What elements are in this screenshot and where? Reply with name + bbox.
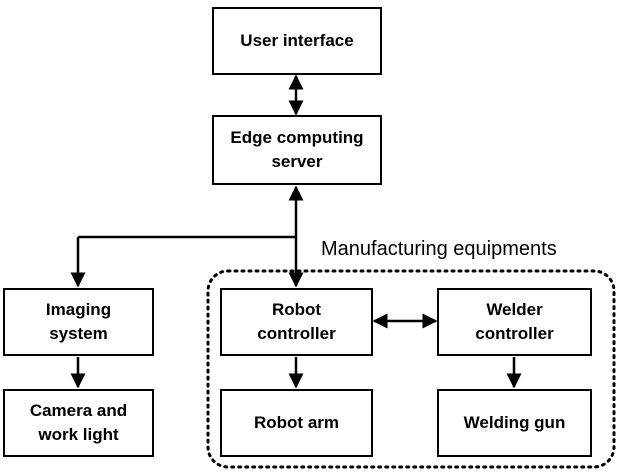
welding-gun-label: Welding gun	[463, 413, 566, 432]
user-interface-box: User interface	[212, 7, 382, 75]
group-label: Manufacturing equipments	[321, 238, 557, 260]
user-interface-label: User interface	[240, 31, 354, 50]
welder-controller-label-line1: Welder	[486, 300, 543, 319]
imaging-system-box: Imaging system	[3, 288, 154, 356]
welder-controller-label-line2: controller	[475, 324, 554, 343]
edge-server-label-line2: server	[271, 152, 323, 171]
camera-light-box: Camera and work light	[3, 389, 154, 457]
robot-controller-label-line1: Robot	[271, 300, 322, 319]
edge-server-label-line1: Edge computing	[230, 128, 364, 147]
camera-light-label-line2: work light	[38, 425, 119, 444]
welder-controller-box: Welder controller	[437, 288, 592, 356]
imaging-system-label-line1: Imaging	[45, 300, 112, 319]
camera-light-label-line1: Camera and	[29, 401, 128, 420]
robot-arm-label: Robot arm	[254, 413, 339, 432]
robot-controller-label-line2: controller	[257, 324, 336, 343]
imaging-system-label-line2: system	[49, 324, 108, 343]
manufacturing-group-border	[206, 269, 616, 469]
welding-gun-box: Welding gun	[437, 389, 592, 457]
edge-server-box: Edge computing server	[212, 115, 382, 185]
robot-arm-box: Robot arm	[220, 389, 373, 457]
robot-controller-box: Robot controller	[220, 288, 373, 356]
